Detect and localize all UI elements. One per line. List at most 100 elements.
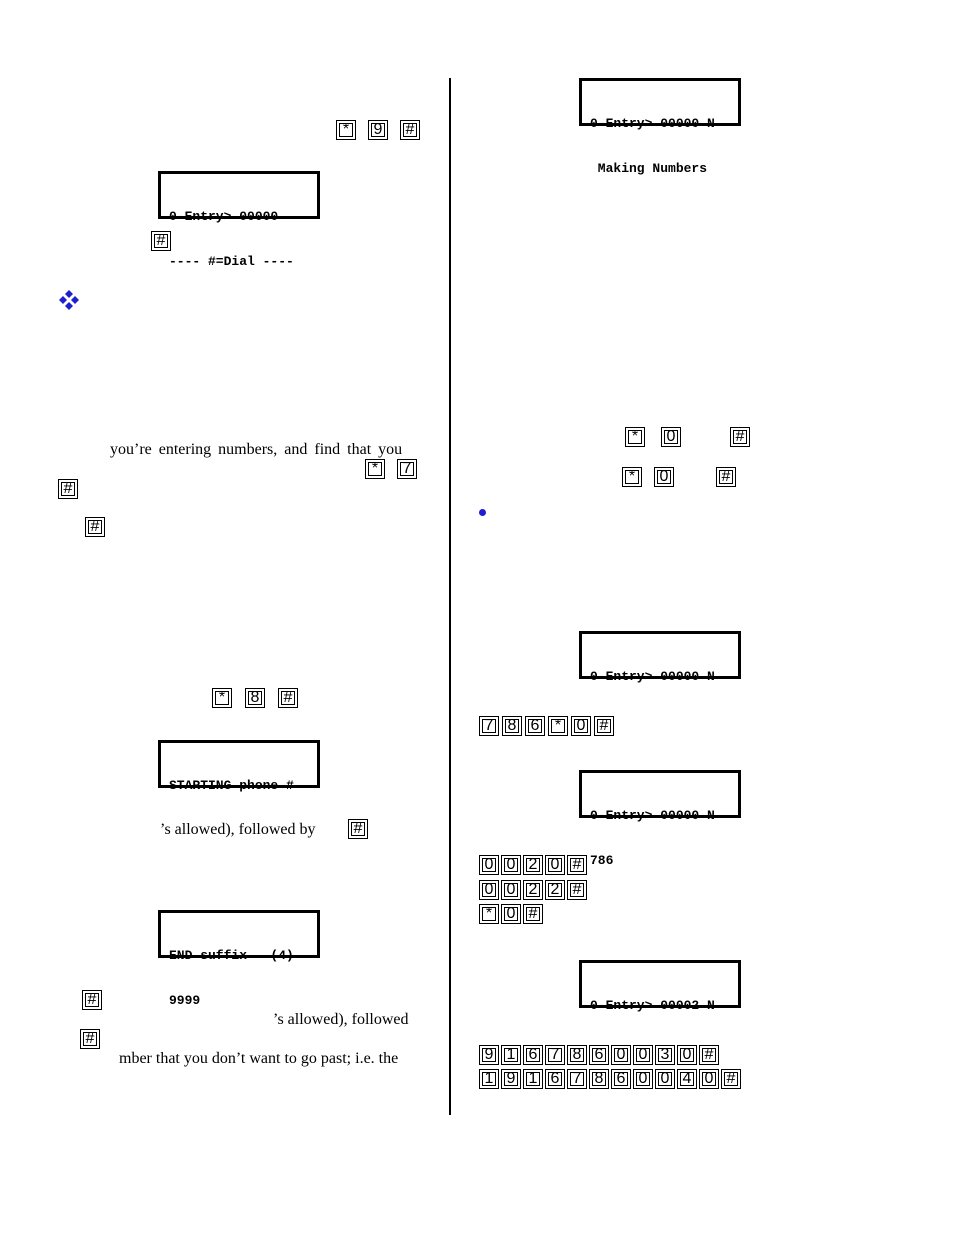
key-label: # bbox=[87, 991, 97, 1008]
key-sequence: * 0 # bbox=[622, 467, 736, 487]
key-label: 7 bbox=[550, 1046, 560, 1063]
bullet-dot-icon bbox=[479, 509, 486, 516]
key-label: 0 bbox=[506, 856, 516, 873]
key-digit-0: 0 bbox=[501, 880, 521, 900]
key-pound: # bbox=[721, 1069, 741, 1089]
key-digit-0: 0 bbox=[545, 855, 565, 875]
key-label: # bbox=[726, 1070, 736, 1087]
key-pound: # bbox=[594, 716, 614, 736]
key-pound: # bbox=[85, 517, 105, 537]
four-diamonds-icon bbox=[59, 290, 79, 310]
key-star: * bbox=[622, 467, 642, 487]
key-digit-8: 8 bbox=[502, 716, 522, 736]
key-label: * bbox=[218, 689, 226, 706]
key-label: 0 bbox=[666, 428, 676, 445]
key-label: # bbox=[572, 856, 582, 873]
key-pound: # bbox=[523, 904, 543, 924]
key-star: * bbox=[365, 459, 385, 479]
paragraph-text: mber that you don’t want to go past; i.e… bbox=[119, 1050, 399, 1067]
key-digit-8: 8 bbox=[567, 1045, 587, 1065]
key-label: # bbox=[572, 881, 582, 898]
key-digit-0: 0 bbox=[479, 855, 499, 875]
lcd-display: 0-Entry> 00000 ---- #=Dial ---- bbox=[158, 171, 320, 269]
key-digit-0: 0 bbox=[633, 1069, 653, 1089]
lcd-line-1: END suffix (4) bbox=[169, 948, 294, 963]
key-label: 2 bbox=[528, 856, 538, 873]
key-label: 4 bbox=[682, 1070, 692, 1087]
key-sequence: *0# bbox=[479, 904, 543, 924]
lcd-display: 0-Entry> 00000 N bbox=[579, 631, 741, 684]
key-sequence: # bbox=[58, 479, 78, 499]
key-digit-7: 7 bbox=[567, 1069, 587, 1089]
key-digit-0: 0 bbox=[633, 1045, 653, 1065]
key-digit-9: 9 bbox=[501, 1069, 521, 1089]
lcd-line-1: 0-Entry> 00002 N bbox=[590, 998, 715, 1013]
key-pound: # bbox=[278, 688, 298, 708]
key-label: * bbox=[554, 717, 562, 734]
lcd-line-2: 9999 bbox=[169, 993, 201, 1008]
key-pound: # bbox=[730, 427, 750, 447]
key-label: # bbox=[90, 518, 100, 535]
key-label: # bbox=[735, 428, 745, 445]
lcd-display: END suffix (4) 9999 bbox=[158, 910, 320, 1008]
key-label: 9 bbox=[484, 1046, 494, 1063]
key-label: 0 bbox=[704, 1070, 714, 1087]
key-label: 8 bbox=[572, 1046, 582, 1063]
key-digit-0: 0 bbox=[654, 467, 674, 487]
key-sequence: *0# bbox=[625, 427, 750, 447]
key-digit-0: 0 bbox=[661, 427, 681, 447]
lcd-line-1: 0-Entry> 00000 N bbox=[590, 669, 715, 684]
key-digit-6: 6 bbox=[525, 716, 545, 736]
key-label: 7 bbox=[572, 1070, 582, 1087]
key-label: 6 bbox=[594, 1046, 604, 1063]
key-digit-0: 0 bbox=[655, 1069, 675, 1089]
key-label: # bbox=[63, 480, 73, 497]
key-sequence: # bbox=[82, 990, 102, 1010]
key-pound: # bbox=[567, 855, 587, 875]
key-label: 0 bbox=[616, 1046, 626, 1063]
key-label: # bbox=[283, 689, 293, 706]
key-digit-6: 6 bbox=[545, 1069, 565, 1089]
key-label: # bbox=[85, 1030, 95, 1047]
key-label: 1 bbox=[506, 1046, 516, 1063]
key-label: # bbox=[405, 121, 415, 138]
key-label: 9 bbox=[373, 121, 383, 138]
key-label: 0 bbox=[506, 881, 516, 898]
key-sequence: # bbox=[151, 231, 171, 251]
key-label: 1 bbox=[484, 1070, 494, 1087]
key-digit-4: 4 bbox=[677, 1069, 697, 1089]
key-label: # bbox=[599, 717, 609, 734]
key-star: * bbox=[479, 904, 499, 924]
key-digit-1: 1 bbox=[479, 1069, 499, 1089]
lcd-line-1: 0-Entry> 00000 N bbox=[590, 808, 715, 823]
key-label: 0 bbox=[638, 1070, 648, 1087]
key-label: 0 bbox=[484, 856, 494, 873]
key-label: * bbox=[342, 121, 350, 138]
key-sequence: # bbox=[80, 1029, 100, 1049]
key-star: * bbox=[212, 688, 232, 708]
key-sequence: * 9 # bbox=[336, 120, 420, 140]
key-label: 6 bbox=[528, 1046, 538, 1063]
lcd-line-1: STARTING phone # bbox=[169, 778, 294, 793]
lcd-line-1: 0-Entry> 00000 N bbox=[590, 116, 715, 131]
key-label: 7 bbox=[402, 460, 412, 477]
key-star: * bbox=[336, 120, 356, 140]
key-label: 6 bbox=[550, 1070, 560, 1087]
key-label: 2 bbox=[550, 881, 560, 898]
key-digit-3: 3 bbox=[655, 1045, 675, 1065]
key-label: # bbox=[704, 1046, 714, 1063]
key-digit-0: 0 bbox=[571, 716, 591, 736]
key-label: 0 bbox=[660, 1070, 670, 1087]
lcd-line-2: Making Numbers bbox=[590, 161, 708, 176]
lcd-display: STARTING phone # bbox=[158, 740, 320, 793]
key-pound: # bbox=[58, 479, 78, 499]
key-pound: # bbox=[699, 1045, 719, 1065]
key-label: 7 bbox=[484, 717, 494, 734]
key-digit-6: 6 bbox=[523, 1045, 543, 1065]
key-label: 0 bbox=[638, 1046, 648, 1063]
key-digit-6: 6 bbox=[611, 1069, 631, 1089]
key-label: # bbox=[721, 468, 731, 485]
key-pound: # bbox=[348, 819, 368, 839]
key-digit-6: 6 bbox=[589, 1045, 609, 1065]
